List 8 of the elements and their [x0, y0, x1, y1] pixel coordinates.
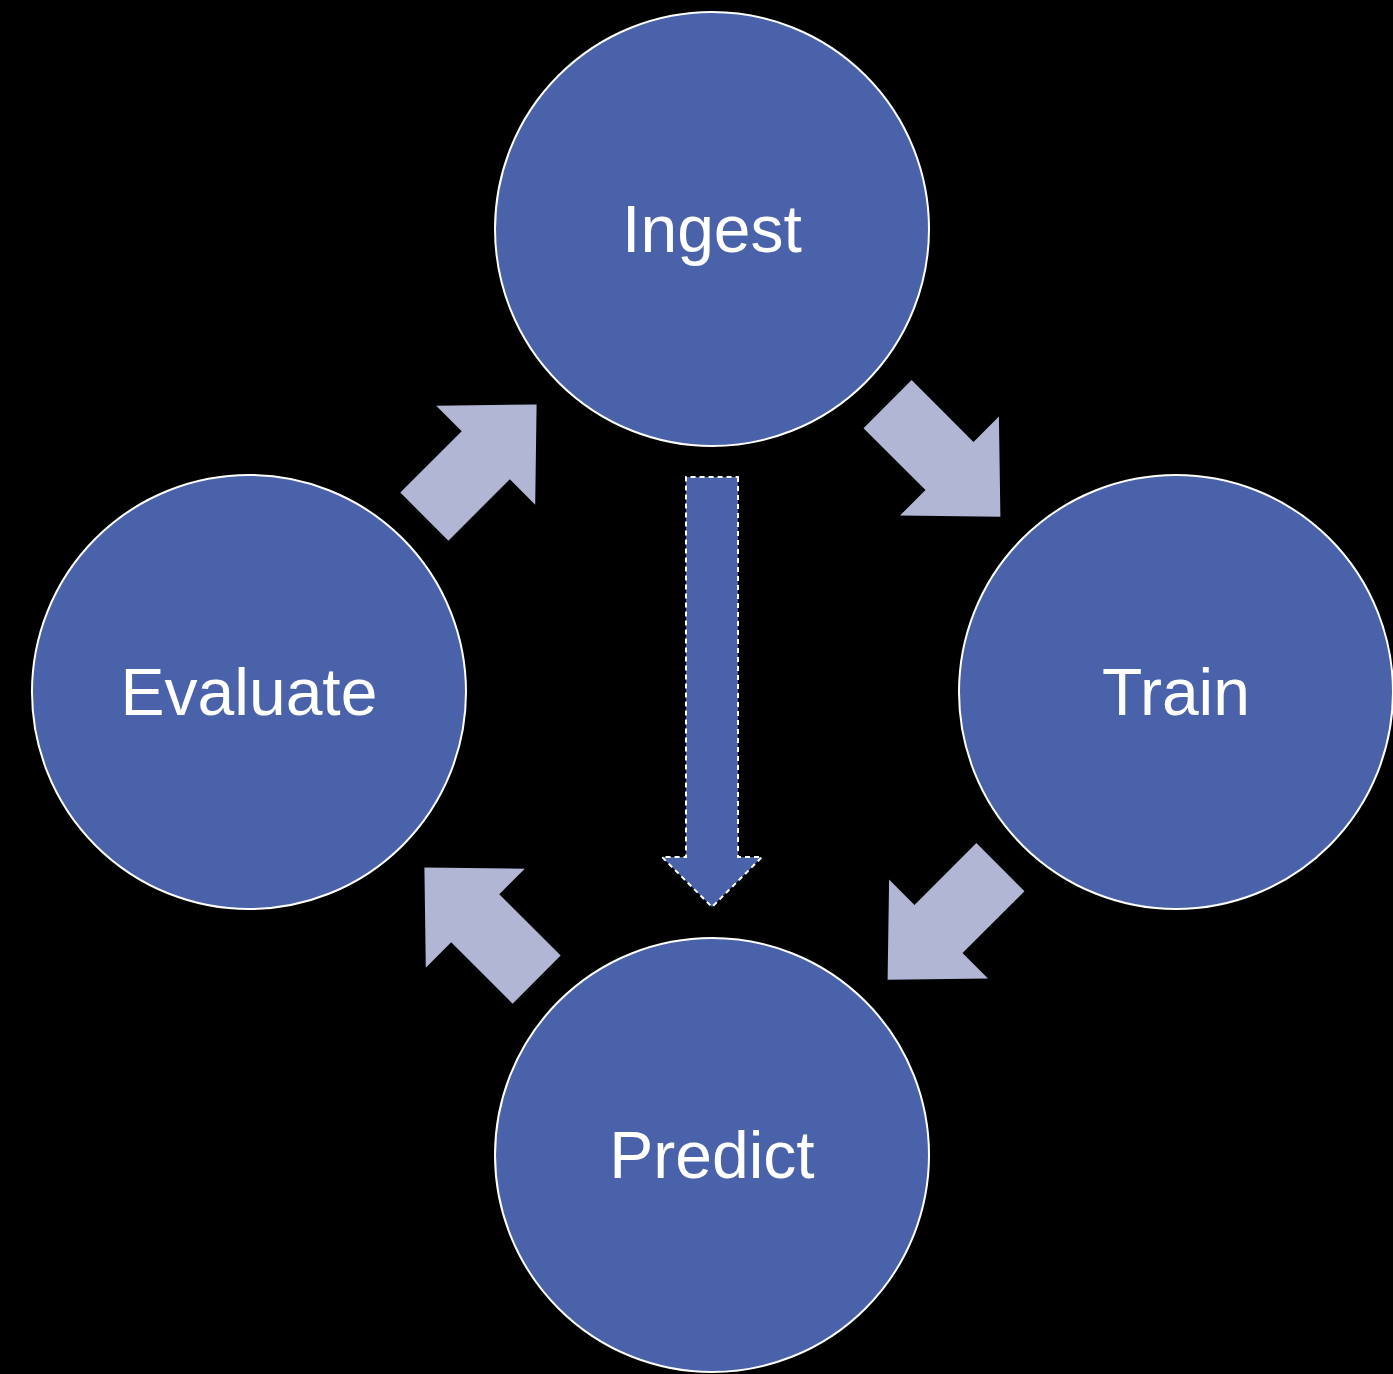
block-arrow [424, 867, 561, 1004]
node-label: Evaluate [120, 659, 378, 725]
block-arrow [659, 476, 765, 909]
node-label: Predict [609, 1122, 815, 1188]
node-label: Train [1102, 659, 1250, 725]
block-arrow [887, 843, 1025, 980]
block-arrow [863, 380, 1001, 517]
block-arrow [400, 404, 537, 541]
